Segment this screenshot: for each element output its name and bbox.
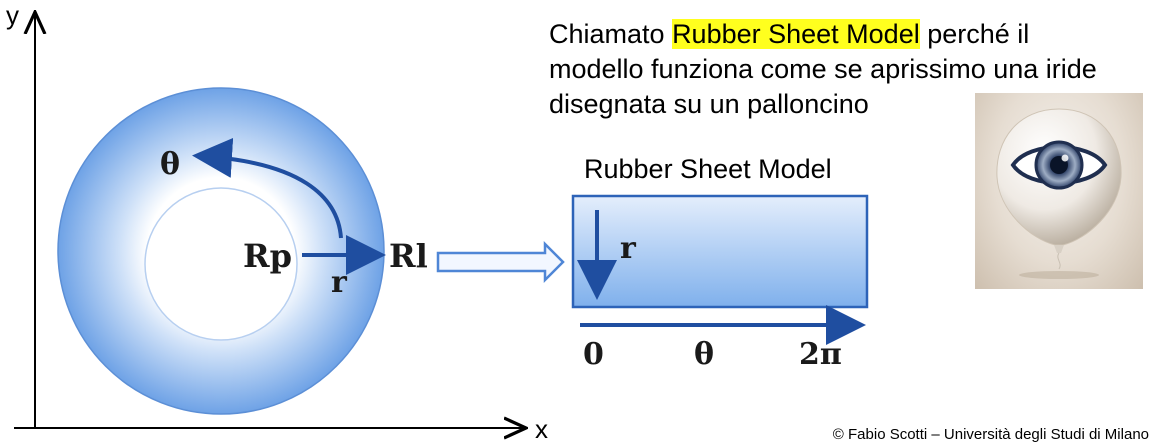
rubber-sheet-title: Rubber Sheet Model <box>584 154 832 184</box>
y-axis-label: y <box>6 0 19 30</box>
copyright-credit: © Fabio Scotti – Università degli Studi … <box>832 426 1149 443</box>
sheet-radius-label: r <box>620 231 636 266</box>
caption-text: Chiamato Rubber Sheet Model perché il mo… <box>549 17 1109 122</box>
limbus-radius-label: Rl <box>389 237 428 275</box>
caption-before: Chiamato <box>549 19 673 49</box>
balloon-drawing <box>996 108 1122 279</box>
tick-mid-label: θ <box>694 337 715 372</box>
caption-after: perché il modello funziona come se apris… <box>549 19 1097 119</box>
tick-end-label: 2π <box>799 337 842 372</box>
angle-arrow <box>192 137 343 239</box>
pupil-radius-label: Rp <box>243 237 292 275</box>
tick-start-label: 0 <box>583 337 604 372</box>
pupil-disk <box>144 187 298 341</box>
angle-label: θ <box>160 147 181 182</box>
unwrapped-rectangle <box>571 194 869 309</box>
eye-balloon-icon <box>975 93 1143 289</box>
caption-highlight: Rubber Sheet Model <box>672 19 920 49</box>
transform-arrow <box>436 240 565 284</box>
radius-label: r <box>331 265 347 300</box>
x-axis-label: x <box>535 414 548 444</box>
